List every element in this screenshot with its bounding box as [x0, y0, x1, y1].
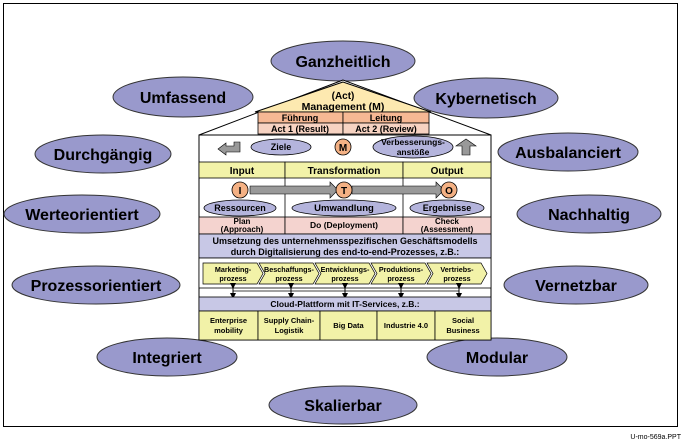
ellipse-modular: Modular: [426, 337, 568, 377]
ellipse-label: Modular: [466, 350, 528, 367]
ellipse-label: Vernetzbar: [535, 278, 617, 295]
ellipse-label: Nachhaltig: [548, 207, 630, 224]
process-chevron: Produktions-prozess: [370, 262, 432, 285]
ellipse-kybernetisch: Kybernetisch: [413, 77, 559, 119]
ellipse-label: Ganzheitlich: [295, 54, 390, 71]
process-chevron: Marketing-prozess: [202, 262, 264, 285]
check-line2: (Assessment): [421, 225, 474, 234]
output-label: Output: [431, 166, 464, 177]
verb-line2: anstöße: [397, 147, 430, 157]
process-label-line1: Produktions-: [379, 265, 424, 274]
t-to-o-arrow-icon: [351, 181, 445, 199]
service-label-line1: Social: [452, 316, 474, 325]
process-label-line2: prozess: [331, 274, 358, 283]
roof: (Act) Management (M) Führung Leitung Act…: [198, 79, 492, 136]
ziele-arrow-icon: [217, 141, 241, 156]
ellipse-umfassend: Umfassend: [112, 76, 254, 118]
ellipse-integriert: Integriert: [96, 337, 238, 377]
process-chevron: Entwicklungs-prozess: [314, 262, 376, 285]
ito-row: I T O Ressourcen Umwandlung Ergebnisse: [203, 178, 485, 217]
fuehrung-label: Führung: [282, 113, 319, 123]
service-label-line1: Supply Chain-: [264, 316, 315, 325]
ellipse-label: Ausbalanciert: [515, 145, 621, 162]
ellipse-vernetzbar: Vernetzbar: [503, 265, 649, 305]
ergebnisse-label: Ergebnisse: [423, 203, 472, 213]
plan-line1: Plan: [234, 217, 251, 226]
ellipse-prozessorientiert: Prozessorientiert: [11, 265, 181, 305]
service-label-line1: Industrie 4.0: [384, 321, 428, 330]
process-label-line2: prozess: [219, 274, 246, 283]
ellipse-label: Skalierbar: [304, 398, 381, 415]
process-label-line1: Entwicklungs-: [321, 265, 370, 274]
process-label-line2: prozess: [275, 274, 302, 283]
ellipse-label: Prozessorientiert: [31, 278, 162, 295]
input-label: Input: [230, 166, 255, 177]
m-circle-label: M: [339, 143, 347, 154]
m-row: Ziele M Verbesserungs- anstöße: [217, 135, 477, 159]
leitung-label: Leitung: [370, 113, 403, 123]
service-label-line2: mobility: [214, 326, 244, 335]
service-label-line1: Big Data: [333, 321, 364, 330]
service-box: Industrie 4.0: [376, 310, 436, 341]
do-label: Do (Deployment): [310, 220, 378, 230]
ellipse-label: Durchgängig: [54, 147, 153, 164]
flow-header: Input Transformation Output: [198, 161, 492, 179]
ellipse-label: Kybernetisch: [435, 91, 536, 108]
ellipse-label: Umfassend: [140, 90, 226, 107]
umsetzung-banner: Umsetzung des unternehmensspezifischen G…: [198, 233, 492, 259]
cloud-label: Cloud-Plattform mit IT-Services, z.B.:: [270, 299, 419, 309]
source-code: U-mo-569a.PPT: [630, 434, 681, 441]
pdc-row: Plan (Approach) Do (Deployment) Check (A…: [198, 216, 492, 235]
t-circle-label: T: [341, 186, 347, 197]
umwandlung-label: Umwandlung: [314, 203, 374, 214]
transformation-label: Transformation: [308, 166, 381, 177]
ellipse-nachhaltig: Nachhaltig: [516, 194, 662, 234]
process-label-line1: Beschaffungs-: [264, 265, 315, 274]
i-circle-label: I: [239, 186, 242, 197]
ellipse-ganzheitlich: Ganzheitlich: [270, 40, 416, 82]
verb-line1: Verbesserungs-: [381, 137, 445, 147]
check-line1: Check: [435, 217, 460, 226]
ellipse-skalierbar: Skalierbar: [268, 385, 418, 425]
ellipse-durchgaengig: Durchgängig: [34, 134, 172, 174]
process-label-line2: prozess: [387, 274, 414, 283]
ellipse-label: Werteorientiert: [25, 207, 139, 224]
process-chain: Marketing-prozessBeschaffungs-prozessEnt…: [198, 257, 492, 299]
verbesserung-arrow-icon: [455, 138, 477, 156]
umsetzung-line2: durch Digitalisierung des end-to-end-Pro…: [231, 247, 460, 257]
service-label-line1: Enterprise: [210, 316, 247, 325]
roof-management: Management (M): [302, 101, 385, 113]
o-circle-label: O: [445, 186, 453, 197]
plan-line2: (Approach): [221, 225, 264, 234]
act2-label: Act 2 (Review): [355, 124, 417, 134]
i-to-t-arrow-icon: [249, 181, 339, 199]
service-box: Big Data: [319, 310, 378, 341]
ellipse-label: Integriert: [132, 350, 202, 367]
process-label-line1: Vertriebs-: [440, 265, 474, 274]
service-label-line2: Business: [446, 326, 479, 335]
service-label-line2: Logistik: [275, 326, 305, 335]
process-label-line2: prozess: [443, 274, 470, 283]
process-chevron: Beschaffungs-prozess: [258, 262, 320, 285]
umsetzung-line1: Umsetzung des unternehmensspezifischen G…: [212, 236, 477, 246]
ellipse-ausbalanciert: Ausbalanciert: [497, 132, 639, 172]
cloud-platform: Cloud-Plattform mit IT-Services, z.B.:: [198, 296, 492, 312]
process-chevron: Vertriebs-prozess: [426, 262, 488, 285]
service-box: Supply Chain-Logistik: [257, 310, 321, 341]
process-label-line1: Marketing-: [215, 265, 252, 274]
ressourcen-label: Ressourcen: [214, 203, 266, 213]
roof-act: (Act): [332, 91, 355, 102]
ziele-label: Ziele: [271, 142, 292, 152]
ellipse-werteorientiert: Werteorientiert: [3, 194, 161, 234]
act1-label: Act 1 (Result): [271, 124, 329, 134]
